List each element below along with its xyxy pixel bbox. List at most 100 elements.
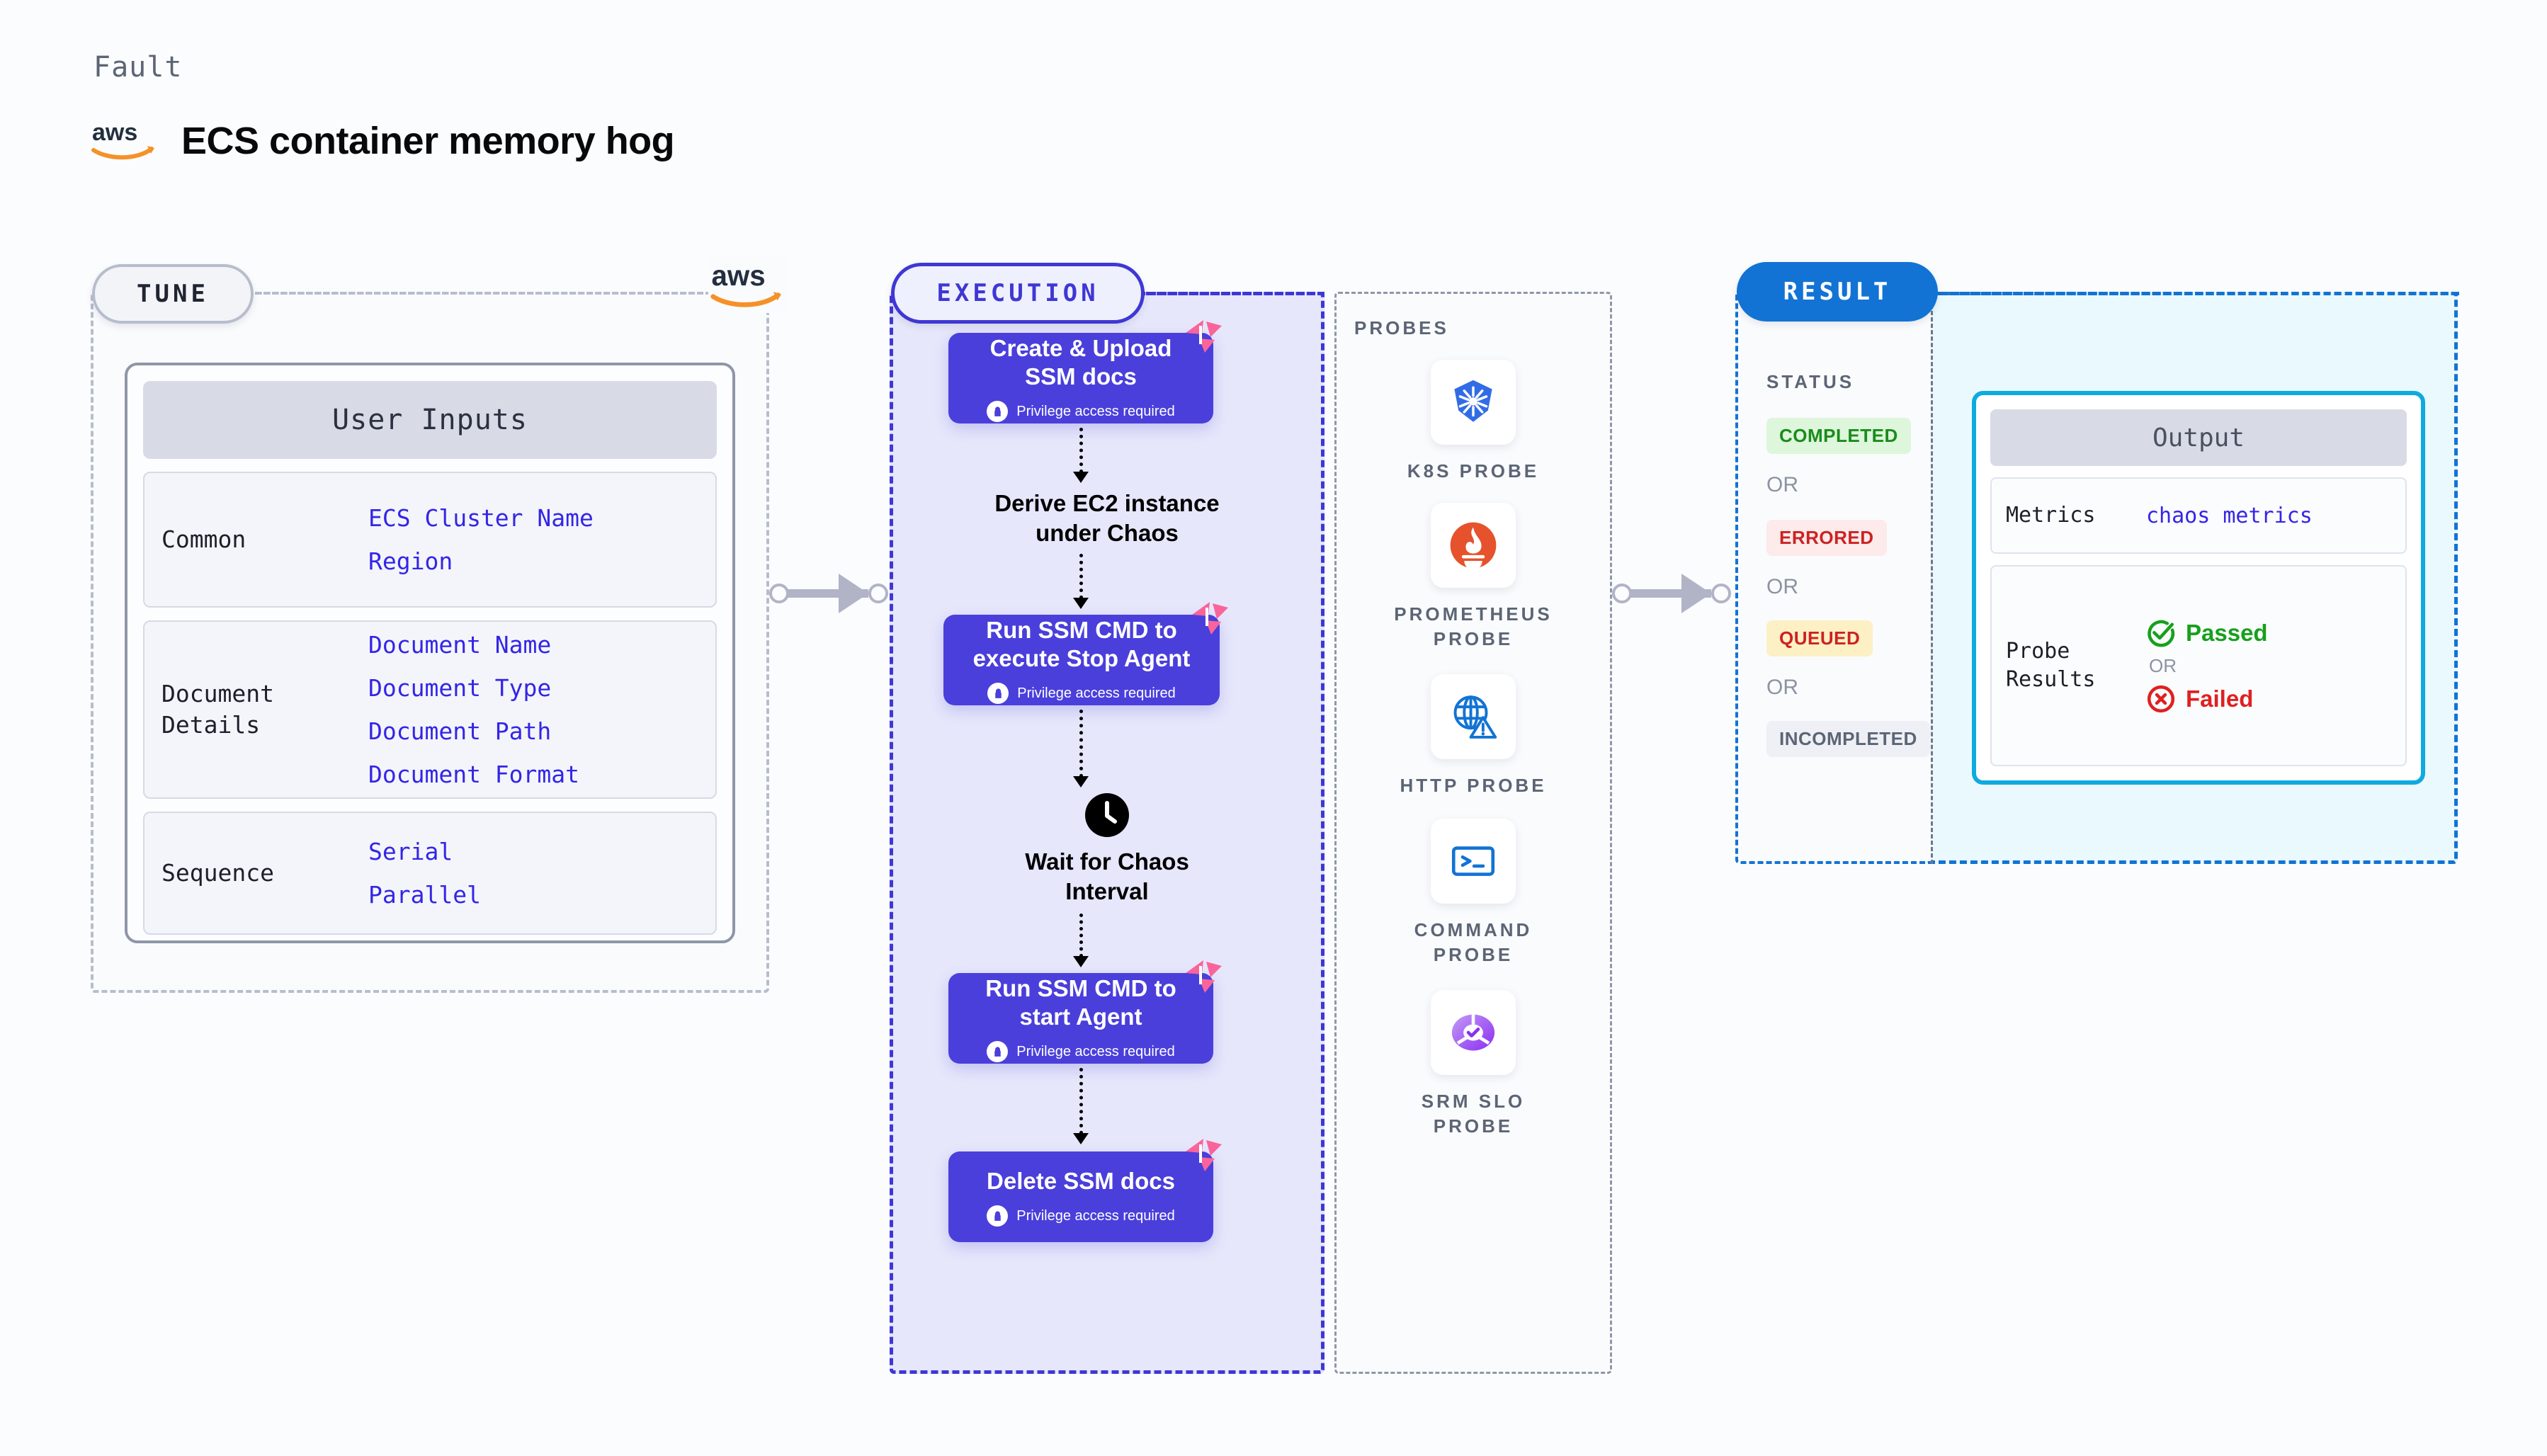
user-inputs-card: User Inputs Common ECS Cluster Name Regi… [125,363,735,943]
input-value[interactable]: Document Name [368,631,552,659]
lock-icon [987,1205,1009,1227]
probe-result-failed-label: Failed [2186,685,2254,712]
or-separator: OR [1766,473,1798,496]
or-separator: OR [2149,654,2177,676]
output-row-value[interactable]: chaos metrics [2146,503,2313,528]
privilege-note: Privilege access required [987,683,1176,705]
probes-label: PROBES [1354,317,1449,339]
flow-node-label: Create & Upload SSM docs [989,334,1172,389]
input-value[interactable]: Document Type [368,674,552,702]
probe-item-prometheus[interactable]: PROMETHEUS PROBE [1334,503,1612,652]
privilege-note: Privilege access required [987,401,1175,423]
privilege-note-text: Privilege access required [1016,1207,1175,1224]
probe-label: COMMAND PROBE [1414,919,1533,965]
probe-result-passed: Passed [2146,618,2268,648]
privilege-note-text: Privilege access required [1016,403,1175,419]
flow-step-wait-for-chaos-interval: Wait for Chaos Interval [1025,848,1189,904]
srm-slo-icon [1451,1014,1495,1051]
flow-connector [1079,1068,1083,1134]
input-value[interactable]: Parallel [368,881,481,909]
flow-arrow-head [1073,776,1089,787]
lock-icon [987,1041,1009,1063]
flow-node-label: Delete SSM docs [987,1167,1175,1194]
status-badge-incompleted: INCOMPLETED [1766,721,1930,757]
http-globe-warning-icon [1453,695,1497,739]
harness-logo-icon [1186,1139,1222,1171]
probe-item-srm-slo[interactable]: SRM SLO PROBE [1334,990,1612,1139]
probe-item-http[interactable]: HTTP PROBE [1334,674,1612,798]
svg-text:aws: aws [711,259,765,292]
probe-tile [1431,360,1516,445]
probe-tile [1431,990,1516,1075]
input-group-key: Sequence [161,859,274,887]
fault-kicker: Fault [93,51,183,84]
flow-connector [1079,914,1083,957]
probe-label: SRM SLO PROBE [1421,1091,1526,1137]
input-value[interactable]: Serial [368,838,453,865]
result-connector-line [1938,292,2459,295]
connector-execution-to-result [1612,568,1740,619]
status-badge-errored: ERRORED [1766,520,1887,556]
tune-pill[interactable]: TUNE [92,264,254,324]
lock-icon [987,401,1009,423]
flow-arrow-head [1073,472,1089,483]
status-badge-completed: COMPLETED [1766,418,1911,454]
output-title: Output [1990,409,2407,466]
tune-connector-line [255,292,728,295]
flow-step-derive-ec2-instance: Derive EC2 instance under Chaos [994,490,1220,546]
or-separator: OR [1766,575,1798,598]
execution-connector-line [1146,292,1324,295]
probe-tile [1431,819,1516,904]
tune-aws-badge: aws [708,256,788,313]
probe-tile [1431,674,1516,759]
user-inputs-title: User Inputs [143,381,717,459]
kubernetes-icon [1454,380,1492,422]
flow-node-label: Run SSM CMD to start Agent [985,974,1176,1030]
flow-node-create-upload-ssm-docs[interactable]: Create & Upload SSM docs Privilege acces… [948,320,1222,423]
privilege-note: Privilege access required [987,1041,1175,1063]
harness-logo-icon [1192,602,1228,635]
status-badge-queued: QUEUED [1766,620,1873,656]
output-row-key: Probe Results [2006,638,2096,692]
input-group-key: Common [161,525,246,554]
result-pill[interactable]: RESULT [1737,262,1938,322]
flow-node-run-ssm-start-agent[interactable]: Run SSM CMD to start Agent Privilege acc… [948,960,1222,1064]
input-group-key: Document Details [161,680,274,739]
input-value[interactable]: Document Path [368,717,552,745]
output-row-probe-results: Probe Results Passed OR Failed [1990,565,2407,766]
probe-item-command[interactable]: COMMAND PROBE [1334,819,1612,967]
result-status-strip [1735,292,1931,864]
input-group-document-details: Document Details Document Name Document … [143,620,717,799]
connector-tune-to-execution [769,568,897,619]
flow-node-label: Run SSM CMD to execute Stop Agent [972,616,1191,671]
execution-flow: Create & Upload SSM docs Privilege acces… [890,292,1324,1374]
flow-connector [1079,710,1083,778]
input-group-common: Common ECS Cluster Name Region [143,472,717,608]
flow-arrow-head [1073,1133,1089,1144]
probe-label: K8S PROBE [1407,460,1540,482]
flow-arrow-head [1073,956,1089,967]
flow-node-run-ssm-stop-agent[interactable]: Run SSM CMD to execute Stop Agent Privil… [943,602,1228,705]
input-group-sequence: Sequence Serial Parallel [143,812,717,935]
input-value[interactable]: Region [368,547,453,575]
harness-logo-icon [1186,320,1222,353]
flow-connector [1079,554,1083,599]
input-value[interactable]: ECS Cluster Name [368,504,594,532]
output-row-key: Metrics [2006,502,2096,528]
terminal-icon [1451,846,1495,876]
clock-icon [1085,793,1129,837]
status-label: STATUS [1766,371,1855,392]
privilege-note-text: Privilege access required [1016,1043,1175,1059]
page-title-row: aws ECS container memory hog [91,119,675,163]
flow-node-delete-ssm-docs[interactable]: Delete SSM docs Privilege access require… [948,1139,1222,1242]
svg-text:aws: aws [92,119,137,146]
flow-arrow-head [1073,598,1089,609]
harness-logo-icon [1186,960,1222,993]
probe-result-failed: Failed [2146,684,2268,714]
probe-item-k8s[interactable]: K8S PROBE [1334,360,1612,484]
or-separator: OR [1766,676,1798,699]
privilege-note-text: Privilege access required [1017,685,1176,701]
probe-label: HTTP PROBE [1400,775,1547,796]
execution-pill[interactable]: EXECUTION [891,263,1145,324]
input-value[interactable]: Document Format [368,761,580,788]
